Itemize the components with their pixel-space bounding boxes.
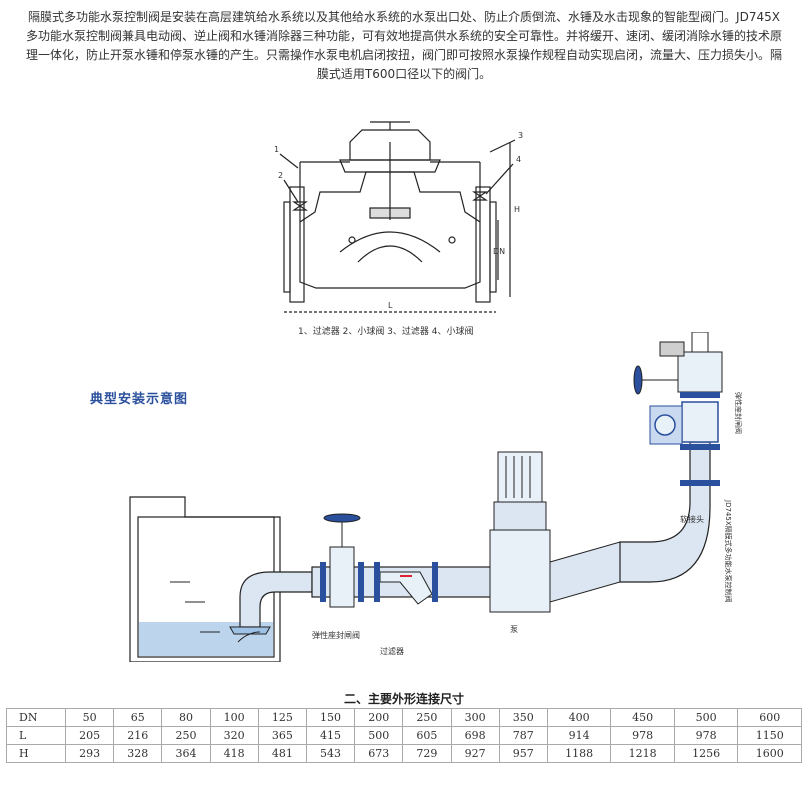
installation-diagram: 弹性座封闸阀 过滤器 泵 软接头 JD745X隔膜式多功能水泵控制阀 弹性座封闸… bbox=[129, 332, 743, 662]
table-cell: 543 bbox=[305, 744, 356, 763]
table-cell: 500 bbox=[673, 708, 739, 727]
table-cell: 500 bbox=[354, 726, 404, 745]
row-label: H bbox=[6, 744, 66, 763]
table-cell: 150 bbox=[305, 708, 356, 727]
table-cell: 364 bbox=[161, 744, 211, 763]
table-cell: 205 bbox=[64, 726, 115, 745]
table-cell: 600 bbox=[737, 708, 802, 727]
table-cell: 418 bbox=[209, 744, 259, 763]
table-cell: 300 bbox=[450, 708, 500, 727]
intro-line: 理一体化，防止开泵水锤和停泵水锤的产生。只需操作水泵电机启闭按扭，阀门即可按照水… bbox=[25, 48, 782, 62]
table-cell: 481 bbox=[257, 744, 307, 763]
table-cell: 415 bbox=[305, 726, 356, 745]
table-cell: 1256 bbox=[673, 744, 739, 763]
table-cell: 350 bbox=[498, 708, 548, 727]
table-cell: 698 bbox=[450, 726, 500, 745]
dimension-table-title: 二、主要外形连接尺寸 bbox=[343, 692, 464, 706]
table-cell: 673 bbox=[354, 744, 404, 763]
callout-3: 3 bbox=[518, 131, 523, 140]
row-label: DN bbox=[6, 708, 66, 727]
table-cell: 1218 bbox=[610, 744, 675, 763]
callout-2: 2 bbox=[278, 171, 283, 180]
table-cell: 200 bbox=[354, 708, 404, 727]
row-label: L bbox=[6, 726, 66, 745]
dimension-l-label: L bbox=[388, 301, 393, 310]
table-cell: 957 bbox=[498, 744, 548, 763]
table-cell: 978 bbox=[610, 726, 675, 745]
table-cell: 100 bbox=[209, 708, 259, 727]
callout-1: 1 bbox=[274, 145, 279, 154]
table-cell: 50 bbox=[64, 708, 115, 727]
intro-paragraph: 隔膜式多功能水泵控制阀是安装在高层建筑给水系统以及其他给水系统的水泵出口处、防止… bbox=[6, 8, 802, 84]
intro-line: 隔膜式多功能水泵控制阀是安装在高层建筑给水系统以及其他给水系统的水泵出口处、防止… bbox=[28, 10, 780, 24]
table-cell: 65 bbox=[113, 708, 163, 727]
label-control-valve: JD745X隔膜式多功能水泵控制阀 bbox=[724, 499, 733, 603]
valve-legend: 1、过滤器 2、小球阀 3、过滤器 4、小球阀 bbox=[298, 325, 474, 337]
table-cell: 365 bbox=[257, 726, 307, 745]
dimension-h-label: H bbox=[514, 205, 520, 214]
valve-section-diagram: 1 2 3 4 H DN L 1、过滤器 2、小球阀 3、过滤器 4、小球阀 bbox=[274, 121, 523, 337]
table-cell: 216 bbox=[113, 726, 163, 745]
table-cell: 125 bbox=[257, 708, 307, 727]
intro-line: 多功能水泵控制阀兼具电动阀、逆止阀和水锤消除器三种功能，可有效地提高供水系统的安… bbox=[25, 29, 782, 43]
label-reducer: 软接头 bbox=[680, 514, 704, 524]
intro-line: 膜式适用T600口径以下的阀门。 bbox=[316, 67, 492, 81]
table-cell: 978 bbox=[673, 726, 739, 745]
label-strainer: 过滤器 bbox=[380, 646, 404, 656]
table-cell: 914 bbox=[546, 726, 612, 745]
callout-4: 4 bbox=[516, 155, 521, 164]
table-cell: 450 bbox=[610, 708, 675, 727]
table-cell: 927 bbox=[450, 744, 500, 763]
label-pump: 泵 bbox=[510, 625, 518, 634]
table-cell: 328 bbox=[113, 744, 163, 763]
label-gate-valve: 弹性座封闸阀 bbox=[312, 630, 360, 640]
table-cell: 1600 bbox=[737, 744, 802, 763]
dimension-dn-label: DN bbox=[493, 247, 505, 256]
table-cell: 250 bbox=[161, 726, 211, 745]
table-cell: 250 bbox=[402, 708, 452, 727]
table-cell: 1188 bbox=[546, 744, 612, 763]
table-cell: 1150 bbox=[737, 726, 802, 745]
table-cell: 293 bbox=[64, 744, 115, 763]
table-cell: 729 bbox=[402, 744, 452, 763]
table-cell: 787 bbox=[498, 726, 548, 745]
table-cell: 605 bbox=[402, 726, 452, 745]
install-diagram-title: 典型安装示意图 bbox=[90, 392, 189, 407]
table-cell: 80 bbox=[161, 708, 211, 727]
table-cell: 400 bbox=[546, 708, 612, 727]
label-top-gate-valve: 弹性座封闸阀 bbox=[734, 392, 743, 434]
table-cell: 320 bbox=[209, 726, 259, 745]
